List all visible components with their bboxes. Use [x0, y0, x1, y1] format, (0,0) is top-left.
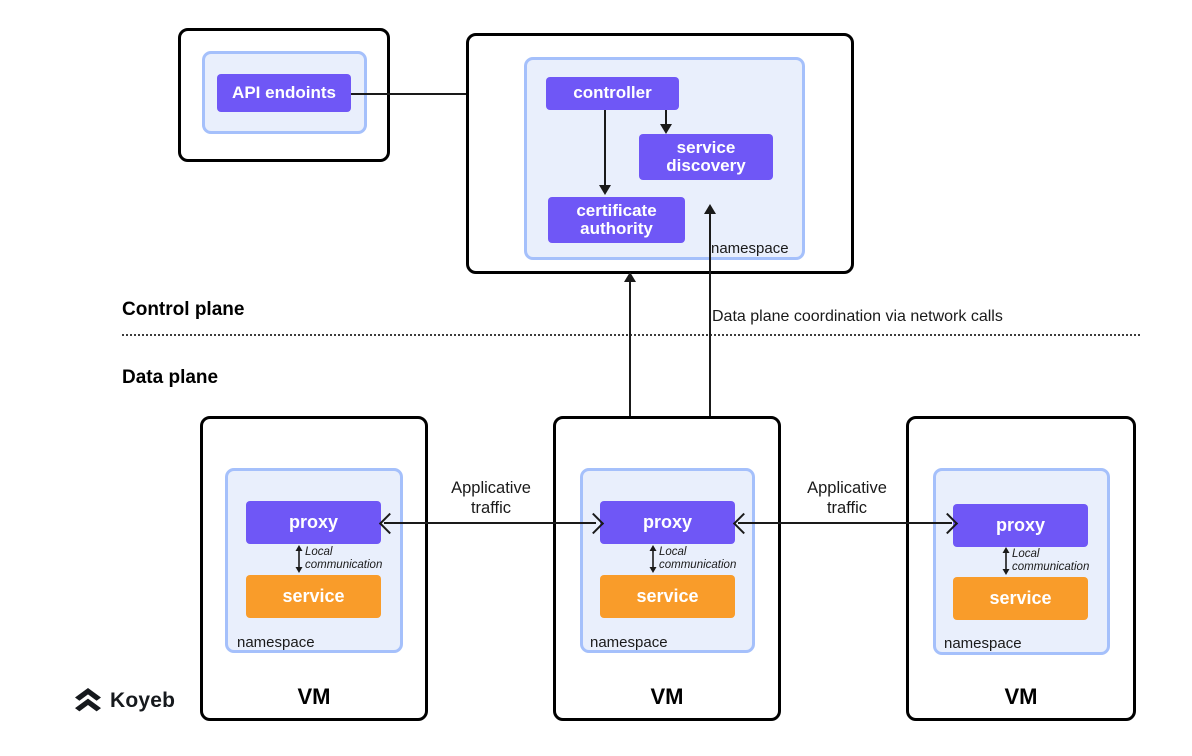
edge-proxy-to-control-plane: [629, 281, 631, 506]
vm-1-proxy-component[interactable]: proxy: [246, 501, 381, 544]
vm-3-label: VM: [1004, 684, 1038, 709]
koyeb-brand: Koyeb: [74, 687, 175, 713]
edge-controller-to-ca-arrowhead: [599, 185, 611, 195]
vm-1-label: VM: [297, 684, 331, 709]
vm-3-service-component[interactable]: service: [953, 577, 1088, 620]
vm-3-proxy-component[interactable]: proxy: [953, 504, 1088, 547]
applicative-traffic-label-left: Applicative traffic: [451, 479, 531, 517]
vm-2-namespace-box: [580, 468, 755, 653]
vm-2-local-communication-arrow: [649, 545, 657, 573]
edge-vm1-vm2-line: [384, 522, 596, 524]
vm-3-local-communication-label: Local communication: [1012, 548, 1090, 573]
control-plane-namespace-label: namespace: [711, 240, 789, 257]
vm-2-local-communication-label: Local communication: [659, 546, 737, 571]
edge-proxy-to-control-plane-arrowhead: [624, 272, 636, 282]
plane-separator: [122, 334, 1140, 336]
applicative-traffic-label-right: Applicative traffic: [807, 479, 887, 517]
edge-proxy-to-service-discovery-arrowhead: [704, 204, 716, 214]
vm-3-namespace-label: namespace: [944, 635, 1022, 652]
data-plane-title: Data plane: [122, 367, 219, 388]
vm-2-label: VM: [650, 684, 684, 709]
vm-1-local-communication-arrow: [295, 545, 303, 573]
api-endpoints-component[interactable]: API endoints: [217, 74, 351, 112]
vm-2-namespace-label: namespace: [590, 634, 668, 651]
edge-controller-to-ca: [604, 110, 606, 186]
edge-proxy-to-service-discovery: [709, 213, 711, 506]
certificate-authority-component[interactable]: certificate authority: [548, 197, 685, 243]
vm-1-service-component[interactable]: service: [246, 575, 381, 618]
edge-controller-to-service-discovery-arrowhead: [660, 124, 672, 134]
vm-3-local-communication-arrow: [1002, 547, 1010, 575]
service-discovery-component[interactable]: service discovery: [639, 134, 773, 180]
controller-component[interactable]: controller: [546, 77, 679, 110]
edge-vm2-vm3-line: [738, 522, 952, 524]
vm-1-namespace-box: [225, 468, 403, 653]
control-plane-title: Control plane: [122, 299, 245, 320]
vm-3-namespace-box: [933, 468, 1110, 655]
coordination-label: Data plane coordination via network call…: [712, 308, 1003, 325]
vm-1-local-communication-label: Local communication: [305, 546, 383, 571]
koyeb-brand-name: Koyeb: [110, 688, 176, 712]
vm-2-service-component[interactable]: service: [600, 575, 735, 618]
edge-controller-to-service-discovery: [665, 110, 667, 125]
vm-2-proxy-component[interactable]: proxy: [600, 501, 735, 544]
edge-api-to-controller: [351, 93, 534, 95]
vm-1-namespace-label: namespace: [237, 634, 315, 651]
koyeb-chevron-logo-icon: [75, 688, 101, 712]
